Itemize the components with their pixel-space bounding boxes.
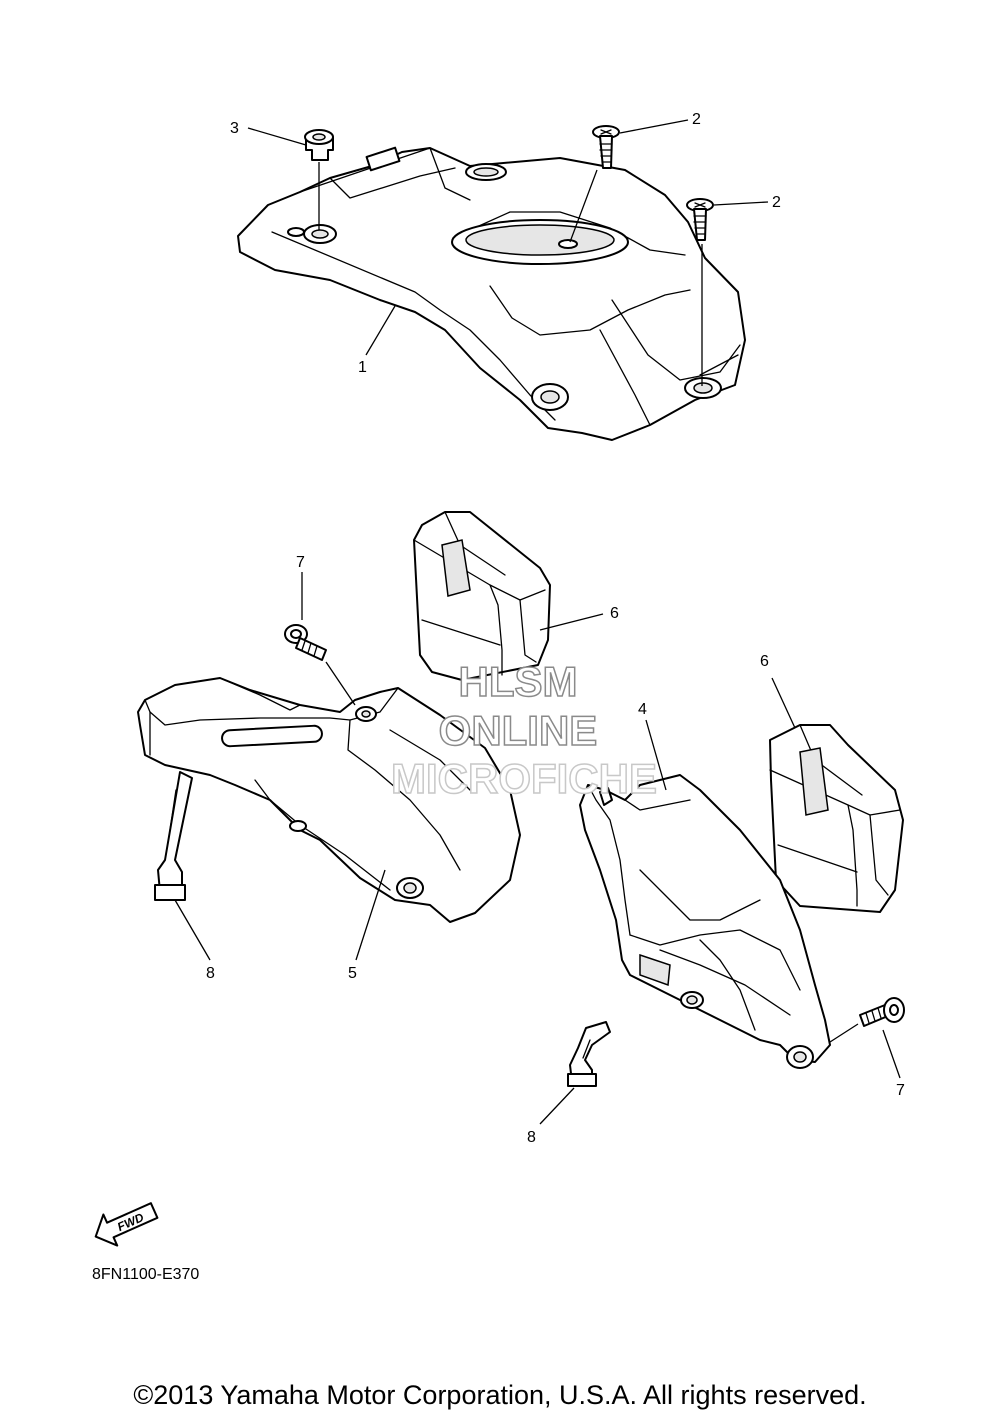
- part-6-block-upper[interactable]: [413, 511, 551, 681]
- callout-8-right: 8: [527, 1129, 536, 1146]
- fwd-arrow-icon: FWD: [94, 1202, 159, 1247]
- callout-2-right: 2: [772, 194, 781, 211]
- callout-2-upper: 2: [692, 111, 701, 128]
- watermark-line-3: MICROFICHE: [391, 755, 657, 802]
- watermark-line-2: ONLINE: [439, 707, 598, 754]
- callout-7-left: 7: [296, 554, 305, 571]
- copyright-notice: ©2013 Yamaha Motor Corporation, U.S.A. A…: [133, 1380, 867, 1410]
- part-1-upper-cover[interactable]: [237, 146, 746, 441]
- part-7-bolt-left[interactable]: [284, 624, 327, 661]
- part-3-grommet[interactable]: [304, 129, 334, 161]
- callout-5: 5: [348, 965, 357, 982]
- part-8-clip-right[interactable]: [567, 1021, 611, 1087]
- part-6-block-lower[interactable]: [769, 724, 904, 913]
- callout-3: 3: [230, 120, 239, 137]
- watermark-line-1: HLSM: [459, 658, 578, 705]
- callout-8-left: 8: [206, 965, 215, 982]
- part-4-right-guard[interactable]: [579, 774, 831, 1069]
- part-7-mount-line-b: [829, 1023, 859, 1043]
- callout-6-right: 6: [760, 653, 769, 670]
- part-2-screw-a[interactable]: [592, 125, 620, 169]
- part-2-screw-b[interactable]: [686, 198, 714, 241]
- callout-7-right: 7: [896, 1082, 905, 1099]
- part-7-mount-line-a: [325, 661, 356, 706]
- part-8-clip-left[interactable]: [154, 771, 193, 901]
- callout-4: 4: [638, 701, 647, 718]
- part-7-bolt-right[interactable]: [859, 997, 905, 1027]
- callout-leaders: [174, 119, 901, 1125]
- diagram-code: 8FN1100-E370: [92, 1266, 200, 1283]
- watermark: HLSM ONLINE MICROFICHE: [390, 657, 658, 803]
- callout-6-upper: 6: [610, 605, 619, 622]
- part-5-left-guard[interactable]: [137, 677, 521, 923]
- callout-1: 1: [358, 359, 367, 376]
- part-2-mount-line-a: [569, 169, 598, 243]
